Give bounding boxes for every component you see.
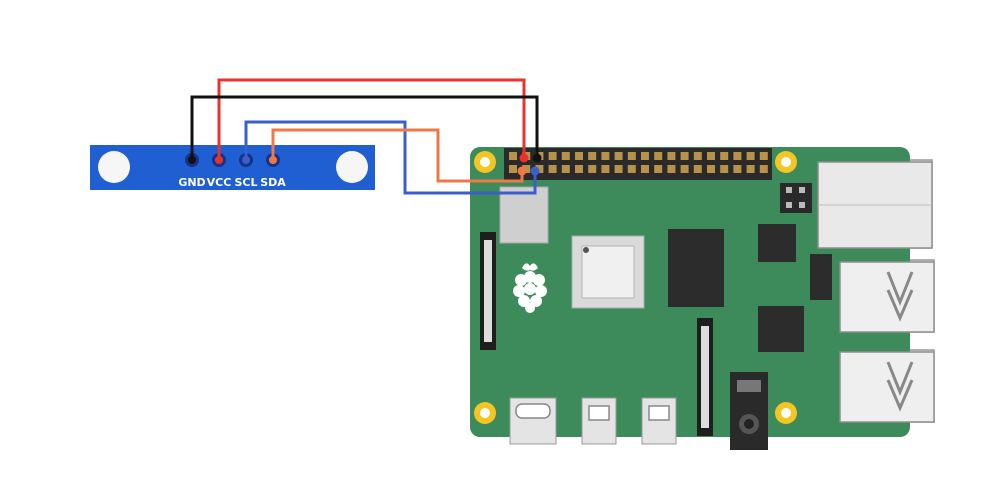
mount-hole <box>474 151 496 173</box>
gpio-pin <box>641 152 649 160</box>
wire-sda <box>271 128 524 183</box>
gpio-pin <box>654 165 663 173</box>
endpoint-gnd-sensor <box>188 156 196 164</box>
gpio-pin <box>733 152 742 160</box>
gpio-pin <box>535 165 544 173</box>
mount-hole <box>474 402 496 424</box>
endpoint-scl-pi <box>530 166 540 176</box>
gpio-pin <box>759 152 768 160</box>
small-chip <box>810 254 832 300</box>
ethernet-chip <box>758 306 804 352</box>
wire-scl <box>244 120 537 195</box>
raspberry-pi-board <box>470 147 935 450</box>
sensor-mount-hole-right <box>336 151 368 183</box>
gpio-pin <box>614 152 623 160</box>
micro-hdmi-port-1 <box>581 397 617 445</box>
gpio-pin <box>588 165 597 173</box>
micro-hdmi-port-2 <box>641 397 677 445</box>
gpio-pin <box>575 152 583 160</box>
gpio-pin <box>548 165 557 173</box>
wire-endpoints <box>188 153 542 176</box>
gpio-pin <box>746 152 755 160</box>
gpio-pin <box>720 152 729 160</box>
mount-hole <box>775 151 797 173</box>
usb-c-port <box>509 397 557 445</box>
raspberry-logo-icon <box>513 263 547 313</box>
gpio-pin <box>693 165 702 173</box>
wire-gnd <box>190 95 539 160</box>
gpio-pin <box>693 152 702 160</box>
pin-label-scl: SCL <box>234 176 257 189</box>
endpoint-scl-sensor <box>242 156 250 164</box>
gpio-pin <box>759 165 768 173</box>
endpoint-sda-pi <box>517 166 527 176</box>
endpoint-vcc-pi <box>519 153 529 163</box>
gpio-pin <box>627 165 636 173</box>
gpio-pin <box>614 165 623 173</box>
endpoint-gnd-pi <box>532 153 542 163</box>
wires <box>190 78 539 195</box>
gpio-pin <box>680 165 689 173</box>
wire-vcc <box>217 78 526 160</box>
gpio-pin <box>733 165 742 173</box>
usb-jack-1 <box>839 261 935 333</box>
poe-header <box>780 183 812 213</box>
gpio-pin <box>627 152 636 160</box>
gpio-pin <box>548 152 557 160</box>
wifi-module <box>499 186 549 244</box>
pin-label-sda: SDA <box>260 176 286 189</box>
gpio-pin <box>667 165 676 173</box>
gpio-pin <box>707 152 715 160</box>
gpio-pin <box>561 165 570 173</box>
gpio-header <box>504 148 772 180</box>
gpio-pin <box>522 165 531 173</box>
sensor-pcb <box>90 145 375 190</box>
gpio-pin <box>707 165 715 173</box>
gpio-pin <box>641 165 649 173</box>
sensor-module: GND VCC SCL SDA <box>90 145 375 190</box>
pin-label-vcc: VCC <box>207 176 232 189</box>
endpoint-vcc-sensor <box>215 156 223 164</box>
gpio-pin <box>720 165 729 173</box>
endpoint-sda-sensor <box>269 156 277 164</box>
gpio-pin <box>601 165 610 173</box>
gpio-pin <box>680 152 689 160</box>
gpio-pin <box>601 152 610 160</box>
sensor-mount-hole-left <box>98 151 130 183</box>
mount-hole <box>775 402 797 424</box>
gpio-pin <box>667 152 676 160</box>
gpio-pin <box>561 152 570 160</box>
gpio-pins <box>509 152 768 173</box>
gpio-pin <box>588 152 597 160</box>
pin-label-gnd: GND <box>178 176 205 189</box>
gpio-pin <box>746 165 755 173</box>
ram-chip <box>668 229 724 307</box>
usb-controller-chip <box>758 224 796 262</box>
usb-jack-2 <box>839 351 935 423</box>
gpio-pin <box>509 165 517 173</box>
gpio-pin <box>575 165 583 173</box>
gpio-pin <box>509 152 517 160</box>
gpio-pin <box>654 152 663 160</box>
